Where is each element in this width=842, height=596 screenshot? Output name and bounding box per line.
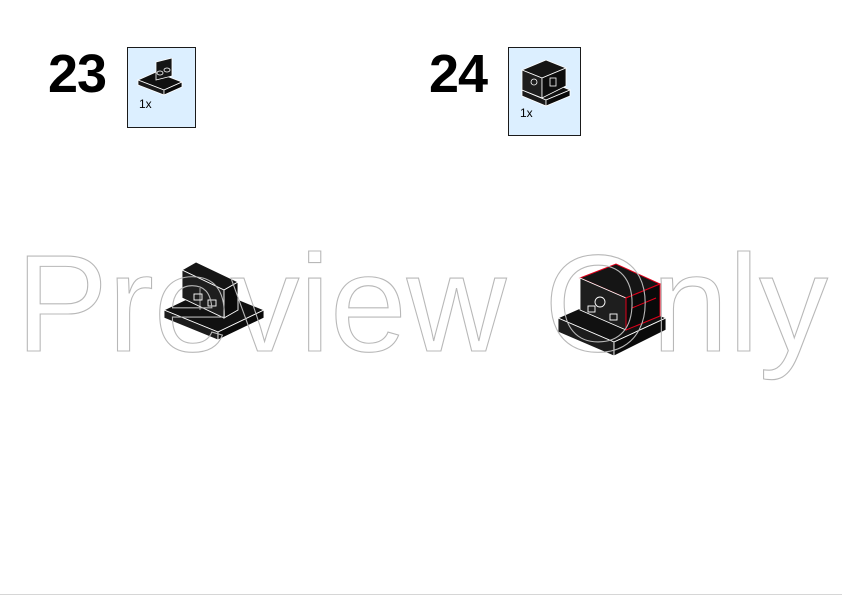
bracket-plate-1x2-icon <box>136 58 184 96</box>
step-24-build-render <box>556 263 668 357</box>
hinge-plate-1x2-icon <box>520 59 572 107</box>
part-quantity: 1x <box>139 97 152 111</box>
step-number: 24 <box>429 44 488 104</box>
page-bottom-divider <box>0 594 842 595</box>
step-23-build-render <box>162 261 266 341</box>
watermark-text: Preview Only <box>16 227 828 381</box>
part-quantity: 1x <box>520 106 533 120</box>
step-number: 23 <box>48 44 107 104</box>
